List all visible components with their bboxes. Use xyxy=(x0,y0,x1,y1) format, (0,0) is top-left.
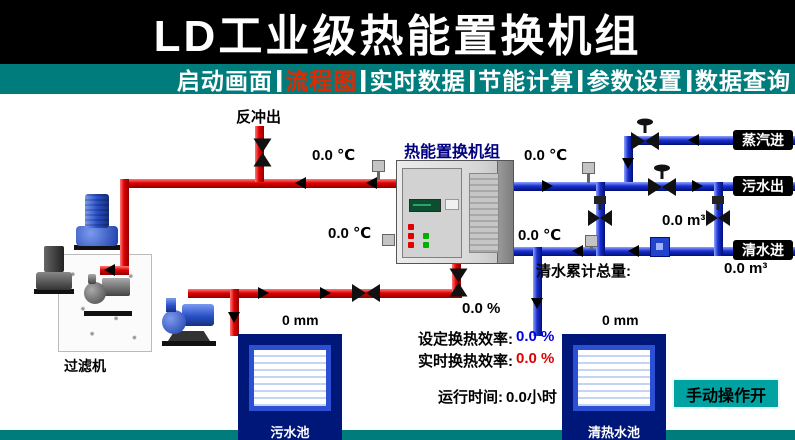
backflush-valve-icon xyxy=(249,138,272,167)
bottom-strip xyxy=(0,430,795,440)
pipe-clean-tank-inlet xyxy=(533,247,542,336)
hand-valve-icon xyxy=(648,164,676,201)
pump-icon xyxy=(74,194,120,250)
tab-realtime-data[interactable]: 实时数据 xyxy=(369,68,466,94)
flow-meter-icon xyxy=(650,237,670,257)
runtime-label: 运行时间: xyxy=(438,389,503,406)
unit-title: 热能置换机组 xyxy=(404,144,501,161)
tab-flowchart[interactable]: 流程图 xyxy=(285,68,358,94)
pump-icon xyxy=(34,244,74,294)
motor-valve-icon xyxy=(704,196,732,231)
tab-startup[interactable]: 启动画面 xyxy=(176,68,273,94)
flow-arrow-right-icon xyxy=(542,180,553,192)
cabinet-display-icon xyxy=(409,199,441,212)
menu-separator: | xyxy=(467,65,477,92)
tab-parameter-settings[interactable]: 参数设置 xyxy=(586,68,683,94)
menu-separator: | xyxy=(274,65,284,92)
pipe-steam-in xyxy=(624,136,795,145)
clean-level-reading: 0 mm xyxy=(602,312,639,328)
pump-icon xyxy=(84,272,132,316)
temperature-sensor-icon xyxy=(582,162,595,183)
pipe-hot-left xyxy=(120,179,129,275)
backflush-label: 反冲出 xyxy=(236,109,282,126)
menu-separator: | xyxy=(683,65,694,92)
sewage-out-port-label: 污水出 xyxy=(733,176,793,196)
title-bar: LD工业级热能置换机组 xyxy=(0,0,795,64)
menu-bar: 启动画面 | 流程图 | 实时数据 | 节能计算 | 参数设置 | 数据查询 xyxy=(0,64,795,94)
pipe-cross-2 xyxy=(714,182,723,256)
flow-arrow-right-icon xyxy=(320,287,331,299)
flow-arrow-right-icon xyxy=(258,287,269,299)
set-efficiency-label: 设定换热效率: xyxy=(418,331,513,348)
red-led-icon xyxy=(408,242,414,248)
outlet-valve-icon xyxy=(445,268,468,297)
clean-hot-pool-label: 清热水池 xyxy=(562,422,666,440)
valve-opening-reading: 0.0 % xyxy=(462,300,501,317)
cabinet-side-panel xyxy=(497,161,513,263)
pump-icon xyxy=(162,298,216,346)
hand-valve-icon xyxy=(631,118,659,155)
flow-arrow-left-icon xyxy=(572,245,583,257)
sewage-pool-tank xyxy=(238,334,342,422)
flow-arrow-right-icon xyxy=(692,180,703,192)
clean-in-port-label: 清水进 xyxy=(733,240,793,260)
red-led-icon xyxy=(408,224,414,230)
flow-arrow-down-icon xyxy=(228,312,240,323)
page-title: LD工业级热能置换机组 xyxy=(153,12,642,61)
clean-total-value: 0.0 m³ xyxy=(724,260,768,277)
filter-label: 过滤机 xyxy=(64,358,106,374)
flow-arrow-left-icon xyxy=(688,134,699,146)
manual-operation-button[interactable]: 手动操作开 xyxy=(672,378,780,409)
temp-reading-3: 0.0 ℃ xyxy=(328,225,372,242)
cabinet-button-icon xyxy=(445,199,459,210)
heat-exchange-unit-cabinet xyxy=(396,160,514,264)
tab-energy-calc[interactable]: 节能计算 xyxy=(478,68,575,94)
green-led-icon xyxy=(423,242,429,248)
sewage-level-reading: 0 mm xyxy=(282,312,319,328)
temp-reading-4: 0.0 ℃ xyxy=(518,227,562,244)
real-efficiency-value: 0.0 % xyxy=(516,350,555,367)
cabinet-vent-panel xyxy=(469,173,499,253)
flow-arrow-left-icon xyxy=(104,264,115,276)
temperature-sensor-icon xyxy=(585,235,598,250)
flow-arrow-left-icon xyxy=(295,177,306,189)
menu-separator: | xyxy=(575,65,586,92)
motor-valve-icon xyxy=(586,196,614,231)
pipe-hot-top xyxy=(120,179,398,188)
steam-in-port-label: 蒸汽进 xyxy=(733,130,793,150)
flow-arrow-down-icon xyxy=(622,158,634,169)
temp-reading-1: 0.0 ℃ xyxy=(312,147,356,164)
real-efficiency-label: 实时换热效率: xyxy=(418,353,513,370)
temp-reading-2: 0.0 ℃ xyxy=(524,147,568,164)
flow-arrow-left-icon xyxy=(628,245,639,257)
tab-data-query[interactable]: 数据查询 xyxy=(695,68,791,94)
mid-pipe-valve-icon xyxy=(352,284,380,307)
clean-in-flow-reading: 0.0 m³ xyxy=(662,212,706,229)
temperature-sensor-icon xyxy=(372,160,385,180)
clean-hot-pool-tank xyxy=(562,334,666,422)
sewage-pool-label: 污水池 xyxy=(238,422,342,440)
menu-separator: | xyxy=(358,65,369,92)
set-efficiency-value: 0.0 % xyxy=(516,328,555,345)
green-led-icon xyxy=(423,233,429,239)
cabinet-door xyxy=(402,168,462,258)
pipe-backflush xyxy=(255,126,264,182)
runtime-value: 0.0小时 xyxy=(506,389,557,406)
red-led-icon xyxy=(408,233,414,239)
temperature-sensor-icon xyxy=(382,234,395,246)
flow-arrow-down-icon xyxy=(531,298,543,309)
clean-total-label: 清水累计总量: xyxy=(536,263,631,280)
pipe-cross-1 xyxy=(596,182,605,256)
flow-arrow-left-icon xyxy=(366,177,377,189)
